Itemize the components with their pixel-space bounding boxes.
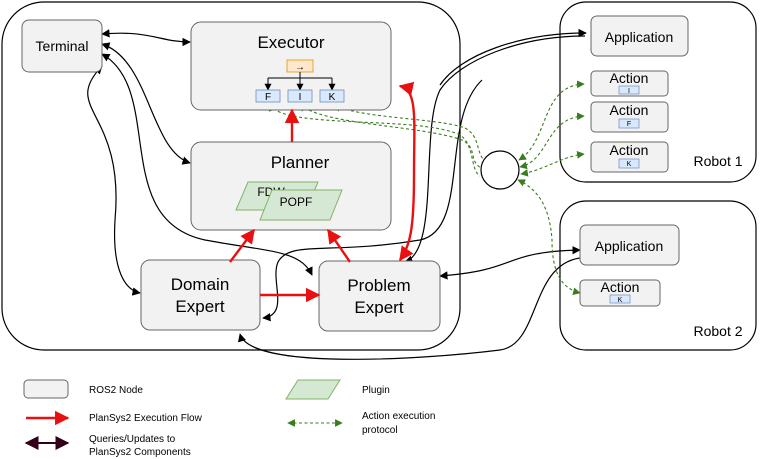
executor-slot-i bbox=[287, 89, 313, 103]
legend-action-protocol-line2: protocol bbox=[362, 425, 398, 436]
execution-flow-arrows bbox=[229, 81, 416, 303]
robot1-label: Robot 1 bbox=[693, 153, 742, 169]
legend-plugin: Plugin bbox=[285, 379, 390, 400]
terminal-node: Terminal bbox=[21, 19, 103, 73]
executor-tree-lines bbox=[264, 72, 336, 91]
terminal-label: Terminal bbox=[36, 38, 89, 54]
legend-queries-line2: PlanSys2 Components bbox=[89, 447, 191, 458]
domain-expert-label-line1: Domain bbox=[171, 275, 230, 294]
executor-slot-f bbox=[255, 89, 281, 103]
domain-expert-label-line2: Expert bbox=[175, 297, 224, 316]
legend-queries-line1: Queries/Updates to bbox=[89, 434, 176, 445]
robot1-action-i-label: Action bbox=[610, 70, 649, 86]
executor-slot-k bbox=[319, 89, 345, 103]
legend-action-protocol: Action execution protocol bbox=[287, 411, 435, 436]
planner-label: Planner bbox=[271, 153, 330, 172]
executor-label: Executor bbox=[257, 33, 324, 52]
robot2-label: Robot 2 bbox=[693, 323, 742, 339]
planner-node: Planner FDW POPF bbox=[190, 141, 392, 231]
legend-execution-flow-label: PlanSys2 Execution Flow bbox=[89, 413, 203, 424]
legend-ros2-node: ROS2 Node bbox=[23, 379, 143, 399]
robot1-application-label: Application bbox=[605, 29, 674, 45]
robot2-application-label: Application bbox=[595, 238, 664, 254]
robot1-action-k: Action K bbox=[590, 141, 669, 173]
problem-expert-node: Problem Expert bbox=[318, 260, 441, 332]
robot1-action-i: Action I bbox=[590, 70, 669, 97]
executor-node: Executor → F I K bbox=[190, 21, 392, 111]
robot1-application: Application bbox=[590, 15, 689, 57]
domain-expert-node: Domain Expert bbox=[140, 259, 261, 331]
robot1-action-i-tag: I bbox=[628, 88, 630, 95]
executor-slot-f-label: F bbox=[265, 92, 271, 103]
legend-execution-flow: PlanSys2 Execution Flow bbox=[26, 410, 203, 426]
plugin-popf bbox=[259, 189, 343, 221]
robot2-action-k-label: Action bbox=[601, 279, 640, 295]
legend-plugin-label: Plugin bbox=[362, 385, 390, 396]
executor-slot-i-label: I bbox=[299, 92, 302, 103]
robot1-action-k-label: Action bbox=[610, 142, 649, 158]
plugin-popf-label: POPF bbox=[280, 195, 313, 209]
robot2-action-k: Action K bbox=[579, 279, 661, 307]
action-hub bbox=[480, 150, 520, 190]
executor-top-slot-symbol: → bbox=[295, 62, 305, 73]
robot1-action-f-tag: F bbox=[627, 121, 631, 128]
robot2-application: Application bbox=[579, 224, 680, 266]
executor-slot-k-label: K bbox=[329, 92, 336, 103]
robot1-action-f-label: Action bbox=[610, 102, 649, 118]
robot1-action-k-tag: K bbox=[627, 161, 632, 168]
legend-queries: Queries/Updates to PlanSys2 Components bbox=[24, 434, 191, 458]
robot1-action-f: Action F bbox=[590, 101, 669, 133]
legend-ros2-node-label: ROS2 Node bbox=[89, 385, 143, 396]
legend: ROS2 Node Plugin PlanSys2 Execution Flow… bbox=[23, 379, 435, 458]
problem-expert-label-line2: Expert bbox=[354, 298, 403, 317]
problem-expert-label-line1: Problem bbox=[347, 276, 410, 295]
legend-action-protocol-line1: Action execution bbox=[362, 411, 435, 422]
robot2-action-k-tag: K bbox=[618, 297, 623, 304]
plansys2-container bbox=[1, 1, 461, 351]
